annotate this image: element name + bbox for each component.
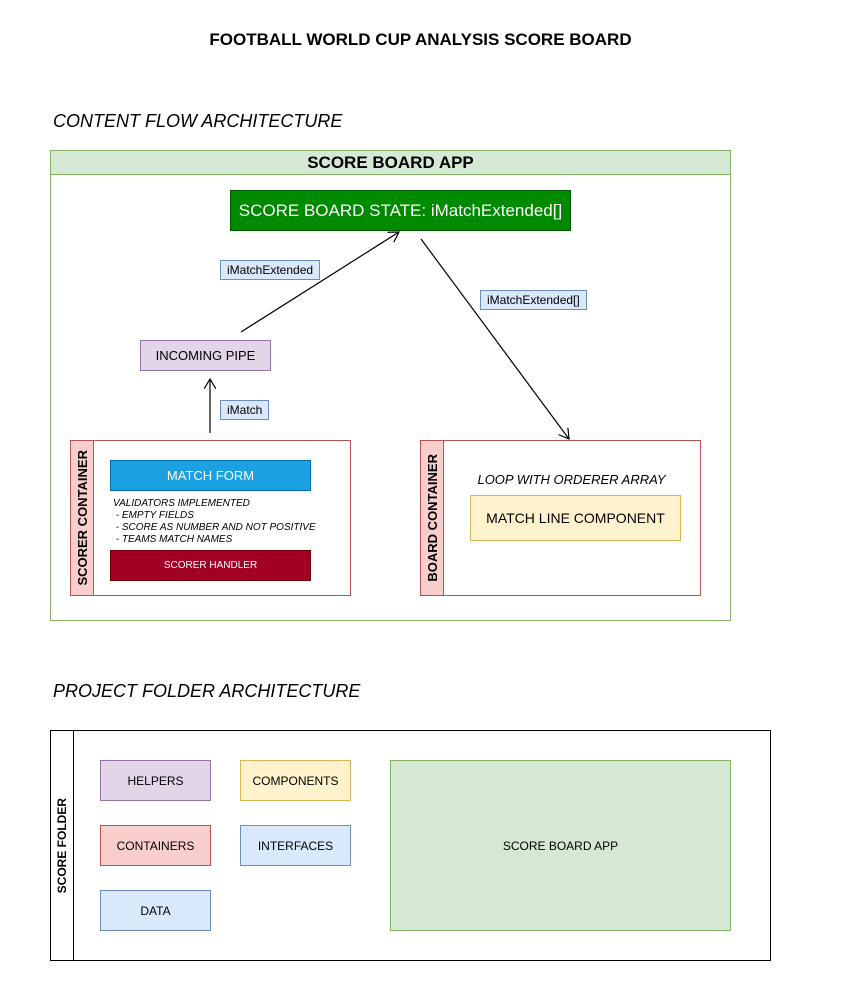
- score-board-state: SCORE BOARD STATE: iMatchExtended[]: [230, 190, 571, 231]
- page-title: FOOTBALL WORLD CUP ANALYSIS SCORE BOARD: [209, 30, 632, 49]
- score-folder-label: SCORE FOLDER: [54, 797, 69, 894]
- components-folder: COMPONENTS: [240, 760, 351, 801]
- data-folder: DATA: [100, 890, 211, 931]
- folder-architecture-title: PROJECT FOLDER ARCHITECTURE: [53, 681, 361, 701]
- match-line-component: MATCH LINE COMPONENT: [470, 495, 681, 541]
- validators-list: VALIDATORS IMPLEMENTED - EMPTY FIELDS - …: [113, 498, 343, 546]
- validators-line: - SCORE AS NUMBER AND NOT POSITIVE: [113, 522, 316, 533]
- content-flow-title: CONTENT FLOW ARCHITECTURE: [53, 111, 343, 131]
- helpers-folder: HELPERS: [100, 760, 211, 801]
- board-container-strip: BOARD CONTAINER: [420, 440, 444, 596]
- incoming-pipe: INCOMING PIPE: [140, 340, 271, 371]
- match-form: MATCH FORM: [110, 460, 311, 491]
- validators-line: VALIDATORS IMPLEMENTED: [113, 498, 250, 509]
- tag-imatchextended: iMatchExtended: [220, 260, 321, 280]
- arrow-pipe-to-state: [240, 232, 399, 333]
- containers-folder: CONTAINERS: [100, 825, 211, 866]
- interfaces-folder: INTERFACES: [240, 825, 351, 866]
- tag-imatchextended-array: iMatchExtended[]: [480, 290, 587, 310]
- score-board-app-header: SCORE BOARD APP: [50, 150, 731, 175]
- score-folder-strip: SCORE FOLDER: [50, 730, 74, 961]
- scorer-handler: SCORER HANDLER: [110, 550, 311, 581]
- tag-imatch: iMatch: [220, 400, 270, 420]
- arrow-state-to-board: [420, 238, 569, 439]
- loop-label: LOOP WITH ORDERER ARRAY: [477, 472, 666, 487]
- validators-line: - EMPTY FIELDS: [113, 510, 194, 521]
- scorer-container-strip: SCORER CONTAINER: [70, 440, 94, 596]
- validators-line: - TEAMS MATCH NAMES: [113, 534, 233, 545]
- score-board-app-folder: SCORE BOARD APP: [390, 760, 731, 931]
